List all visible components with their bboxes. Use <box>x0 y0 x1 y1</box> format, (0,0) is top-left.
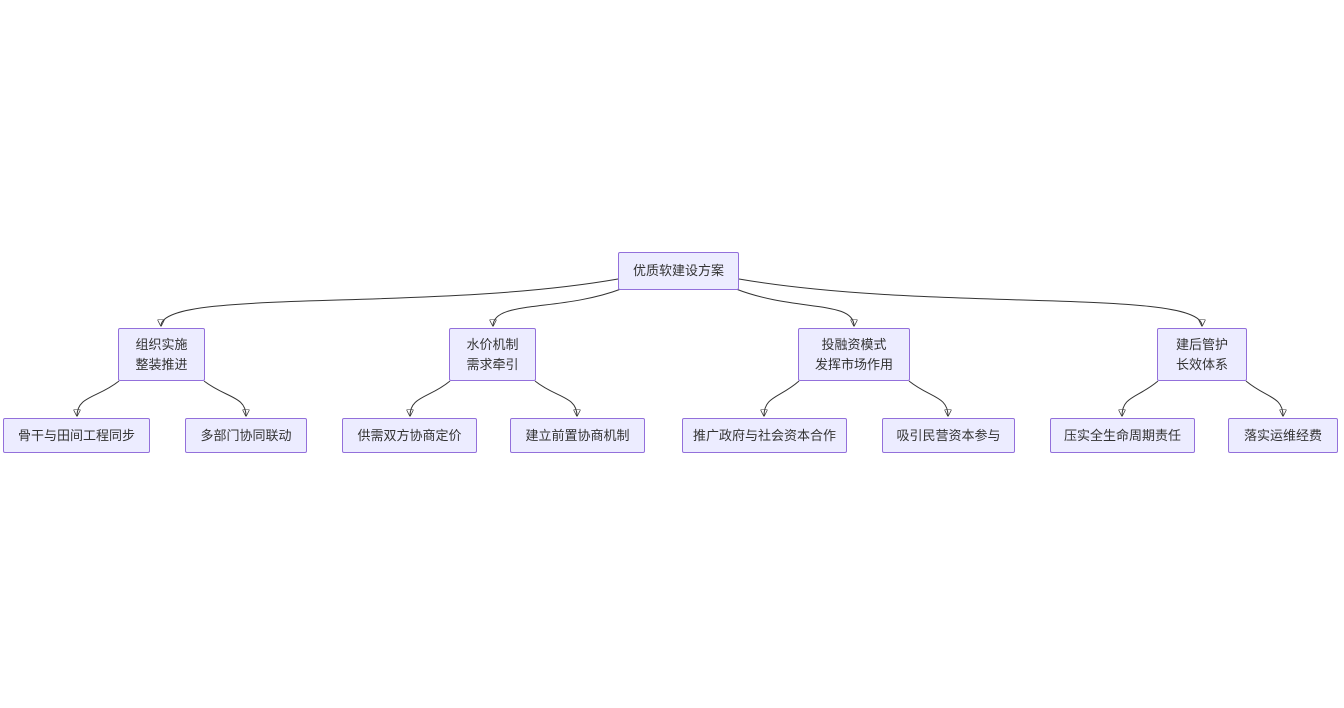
node-leaf-private-capital: 吸引民营资本参与 <box>882 418 1015 453</box>
node-leaf-label: 建立前置协商机制 <box>525 427 630 443</box>
edge-branch2-to-leaf2 <box>534 380 577 416</box>
node-leaf-lifecycle-responsibility: 压实全生命周期责任 <box>1050 418 1195 453</box>
edge-branch1-to-leaf1 <box>77 380 120 416</box>
node-leaf-label: 吸引民营资本参与 <box>896 427 1001 443</box>
node-leaf-label: 多部门协同联动 <box>200 427 292 443</box>
node-branch-post-management: 建后管护 长效体系 <box>1157 328 1247 381</box>
node-branch-post-management-label: 建后管护 长效体系 <box>1175 336 1228 372</box>
node-branch-financing-label: 投融资模式 发挥市场作用 <box>814 336 893 372</box>
node-branch-financing: 投融资模式 发挥市场作用 <box>798 328 910 381</box>
edge-branch2-to-leaf1 <box>410 380 451 416</box>
node-leaf-label: 骨干与田间工程同步 <box>17 427 135 443</box>
node-branch-water-price: 水价机制 需求牵引 <box>449 328 536 381</box>
node-leaf-label: 压实全生命周期责任 <box>1063 427 1181 443</box>
edge-branch3-to-leaf2 <box>908 380 948 416</box>
node-leaf-ppp-cooperation: 推广政府与社会资本合作 <box>682 418 847 453</box>
node-leaf-label: 落实运维经费 <box>1243 427 1322 443</box>
node-leaf-label: 供需双方协商定价 <box>357 427 462 443</box>
edge-root-to-branch-3 <box>735 288 854 326</box>
edge-branch3-to-leaf1 <box>764 380 800 416</box>
edge-root-to-branch-2 <box>493 288 622 326</box>
node-leaf-maintenance-funds: 落实运维经费 <box>1228 418 1338 453</box>
node-branch-water-price-label: 水价机制 需求牵引 <box>466 336 519 372</box>
node-branch-organization: 组织实施 整装推进 <box>118 328 205 381</box>
edge-root-to-branch-1 <box>161 278 619 326</box>
node-leaf-label: 推广政府与社会资本合作 <box>692 427 836 443</box>
node-leaf-multi-department: 多部门协同联动 <box>185 418 307 453</box>
edge-branch4-to-leaf1 <box>1122 380 1159 416</box>
edge-root-to-branch-4 <box>738 278 1202 326</box>
node-leaf-negotiated-pricing: 供需双方协商定价 <box>342 418 477 453</box>
node-leaf-pre-negotiation-mechanism: 建立前置协商机制 <box>510 418 645 453</box>
node-leaf-backbone-field-sync: 骨干与田间工程同步 <box>3 418 150 453</box>
edge-branch1-to-leaf2 <box>203 380 246 416</box>
node-branch-organization-label: 组织实施 整装推进 <box>135 336 188 372</box>
node-root-label: 优质软建设方案 <box>632 263 724 278</box>
node-root: 优质软建设方案 <box>618 252 739 290</box>
edge-branch4-to-leaf2 <box>1245 380 1283 416</box>
